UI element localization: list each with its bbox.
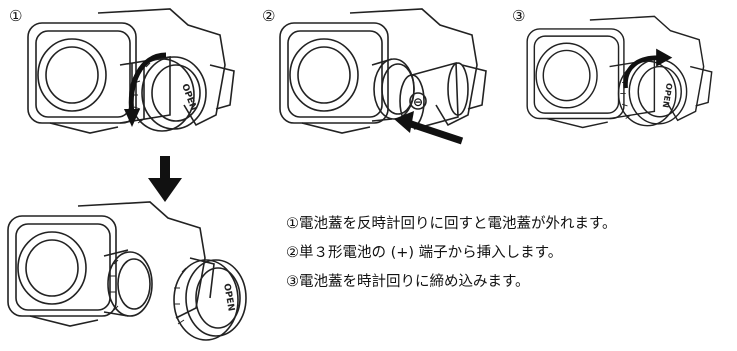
cap-label: OPEN	[661, 82, 674, 108]
step-2-illustration: ⊖	[279, 8, 487, 145]
battery-minus-symbol: ⊖	[413, 95, 423, 109]
step-1-marker: ①	[9, 7, 23, 25]
step-2-marker: ②	[262, 7, 276, 25]
step-3-illustration: OPEN	[526, 15, 713, 129]
step-3-marker: ③	[512, 7, 526, 25]
instruction-step-3: ③電池蓋を時計回りに締め込みます。	[286, 274, 530, 290]
cap-removed-illustration: OPEN	[7, 201, 247, 341]
cap-label: OPEN	[179, 83, 198, 113]
step-1-illustration: OPEN	[27, 8, 235, 134]
down-arrow-icon	[148, 156, 182, 202]
instruction-step-1: ①電池蓋を反時計回りに回すと電池蓋が外れます。	[286, 216, 617, 232]
instruction-list: ①電池蓋を反時計回りに回すと電池蓋が外れます。 ②単３形電池の (+) 端子から…	[286, 214, 731, 301]
cap-label: OPEN	[221, 283, 236, 312]
instruction-step-2: ②単３形電池の (+) 端子から挿入します。	[286, 245, 563, 261]
